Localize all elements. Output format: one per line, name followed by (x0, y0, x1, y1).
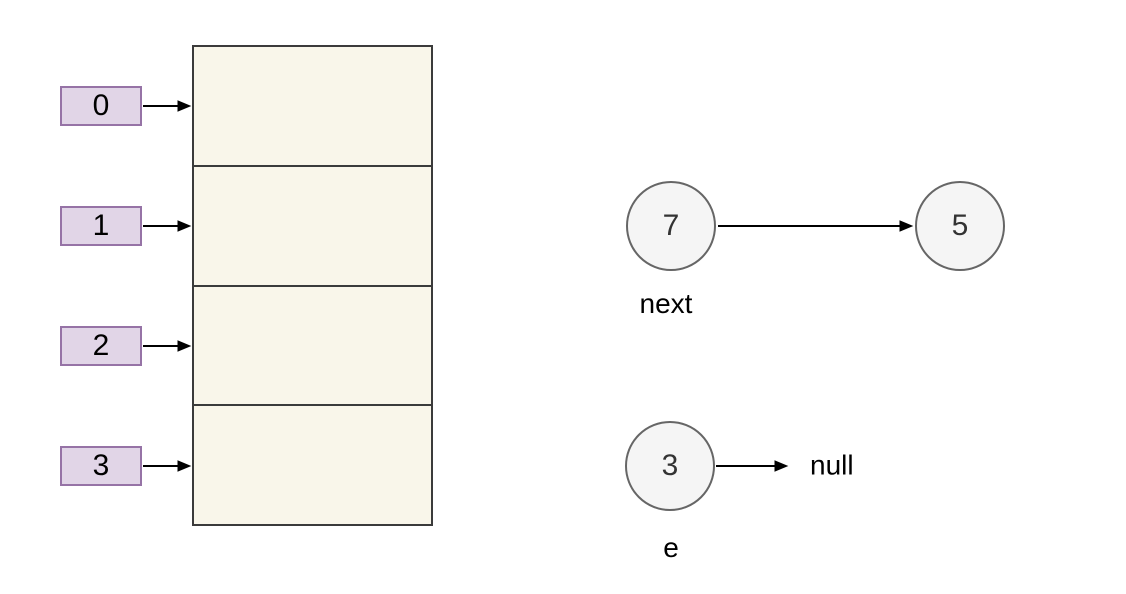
node-caption-next: next (639, 288, 693, 319)
list-node-3: 3 (625, 421, 715, 511)
hash-table (192, 45, 433, 526)
list-node-7: 7 (626, 181, 716, 271)
hash-table-cell-2 (194, 284, 431, 405)
bucket-index-label: 3 (92, 449, 110, 482)
bucket-index-box-1: 1 (60, 206, 142, 246)
bucket-index-label: 1 (92, 209, 110, 242)
node-value: 5 (951, 209, 969, 242)
bucket-index-box-3: 3 (60, 446, 142, 486)
node-value: 7 (662, 209, 680, 242)
bucket-index-label: 0 (92, 89, 110, 122)
null-label: null (810, 449, 854, 481)
bucket-index-label: 2 (92, 329, 110, 362)
hash-table-cell-1 (194, 164, 431, 285)
node-value: 3 (661, 449, 679, 482)
bucket-index-box-2: 2 (60, 326, 142, 366)
list-node-5: 5 (915, 181, 1005, 271)
bucket-index-box-0: 0 (60, 86, 142, 126)
hash-table-cell-0 (194, 47, 431, 165)
node-caption-e: e (663, 532, 679, 563)
hash-table-cell-3 (194, 404, 431, 524)
